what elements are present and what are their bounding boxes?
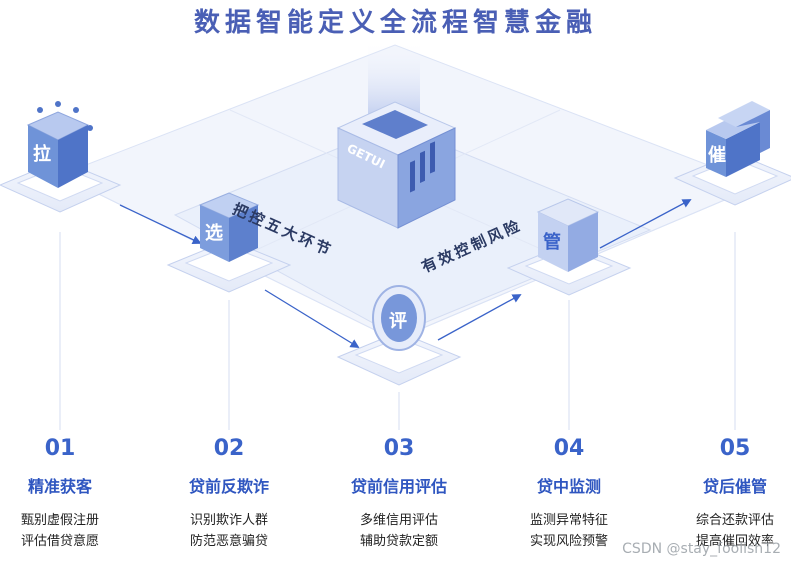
- step-desc: 综合还款评估 提高催回效率: [660, 510, 791, 552]
- step-desc: 多维信用评估 辅助贷款定额: [324, 510, 474, 552]
- step-name: 贷前信用评估: [350, 477, 447, 496]
- watermark-text: CSDN @stay_foolish12: [622, 541, 781, 557]
- step-number: 02: [213, 436, 245, 461]
- step-desc-line: 防范恶意骗贷: [189, 534, 268, 549]
- step-desc-line: 提高催回效率: [695, 534, 774, 549]
- step-01: 01 精准获客 甄别虚假注册 评估借贷意愿: [0, 434, 135, 552]
- step-number: 03: [383, 436, 415, 461]
- node-01-cube: 拉: [0, 101, 122, 213]
- step-desc-line: 多维信用评估: [359, 513, 438, 528]
- node-02-char: 选: [205, 223, 223, 244]
- step-number: 05: [719, 436, 751, 461]
- step-number: 01: [44, 436, 76, 461]
- diagram-title: 数据智能定义全流程智慧金融: [193, 8, 597, 38]
- step-number: 04: [553, 436, 585, 461]
- node-04-char: 管: [543, 231, 561, 253]
- step-desc-line: 识别欺诈人群: [189, 513, 268, 528]
- flow-arrows: [119, 199, 692, 348]
- step-desc: 甄别虚假注册 评估借贷意愿: [0, 510, 135, 552]
- step-desc: 识别欺诈人群 防范恶意骗贷: [154, 510, 304, 552]
- step-desc-line: 评估借贷意愿: [20, 534, 99, 549]
- step-desc-line: 甄别虚假注册: [20, 513, 99, 528]
- node-04-cube: 管: [506, 198, 632, 296]
- step-name: 精准获客: [27, 477, 92, 496]
- step-name: 贷后催管: [702, 477, 767, 496]
- drop-lines: [59, 232, 736, 430]
- step-desc-line: 监测异常特征: [529, 513, 608, 528]
- step-desc: 监测异常特征 实现风险预警: [494, 510, 644, 552]
- step-name: 贷前反欺诈: [188, 477, 269, 496]
- node-01-char: 拉: [33, 143, 51, 165]
- central-server: GETUI: [336, 40, 457, 229]
- step-05: 05 贷后催管 综合还款评估 提高催回效率: [660, 434, 791, 552]
- step-02: 02 贷前反欺诈 识别欺诈人群 防范恶意骗贷: [154, 434, 304, 552]
- step-desc-line: 辅助贷款定额: [359, 534, 438, 549]
- step-desc-line: 综合还款评估: [695, 513, 774, 528]
- node-03-shield: 评: [336, 285, 462, 386]
- step-name: 贷中监测: [536, 477, 601, 496]
- step-04: 04 贷中监测 监测异常特征 实现风险预警: [494, 434, 644, 552]
- node-05-char: 催: [708, 144, 726, 166]
- step-03: 03 贷前信用评估 多维信用评估 辅助贷款定额: [324, 434, 474, 552]
- step-desc-line: 实现风险预警: [529, 534, 608, 549]
- node-05-stack: 催: [673, 101, 791, 206]
- node-02-cube: 选: [166, 192, 292, 293]
- node-03-char: 评: [389, 311, 407, 332]
